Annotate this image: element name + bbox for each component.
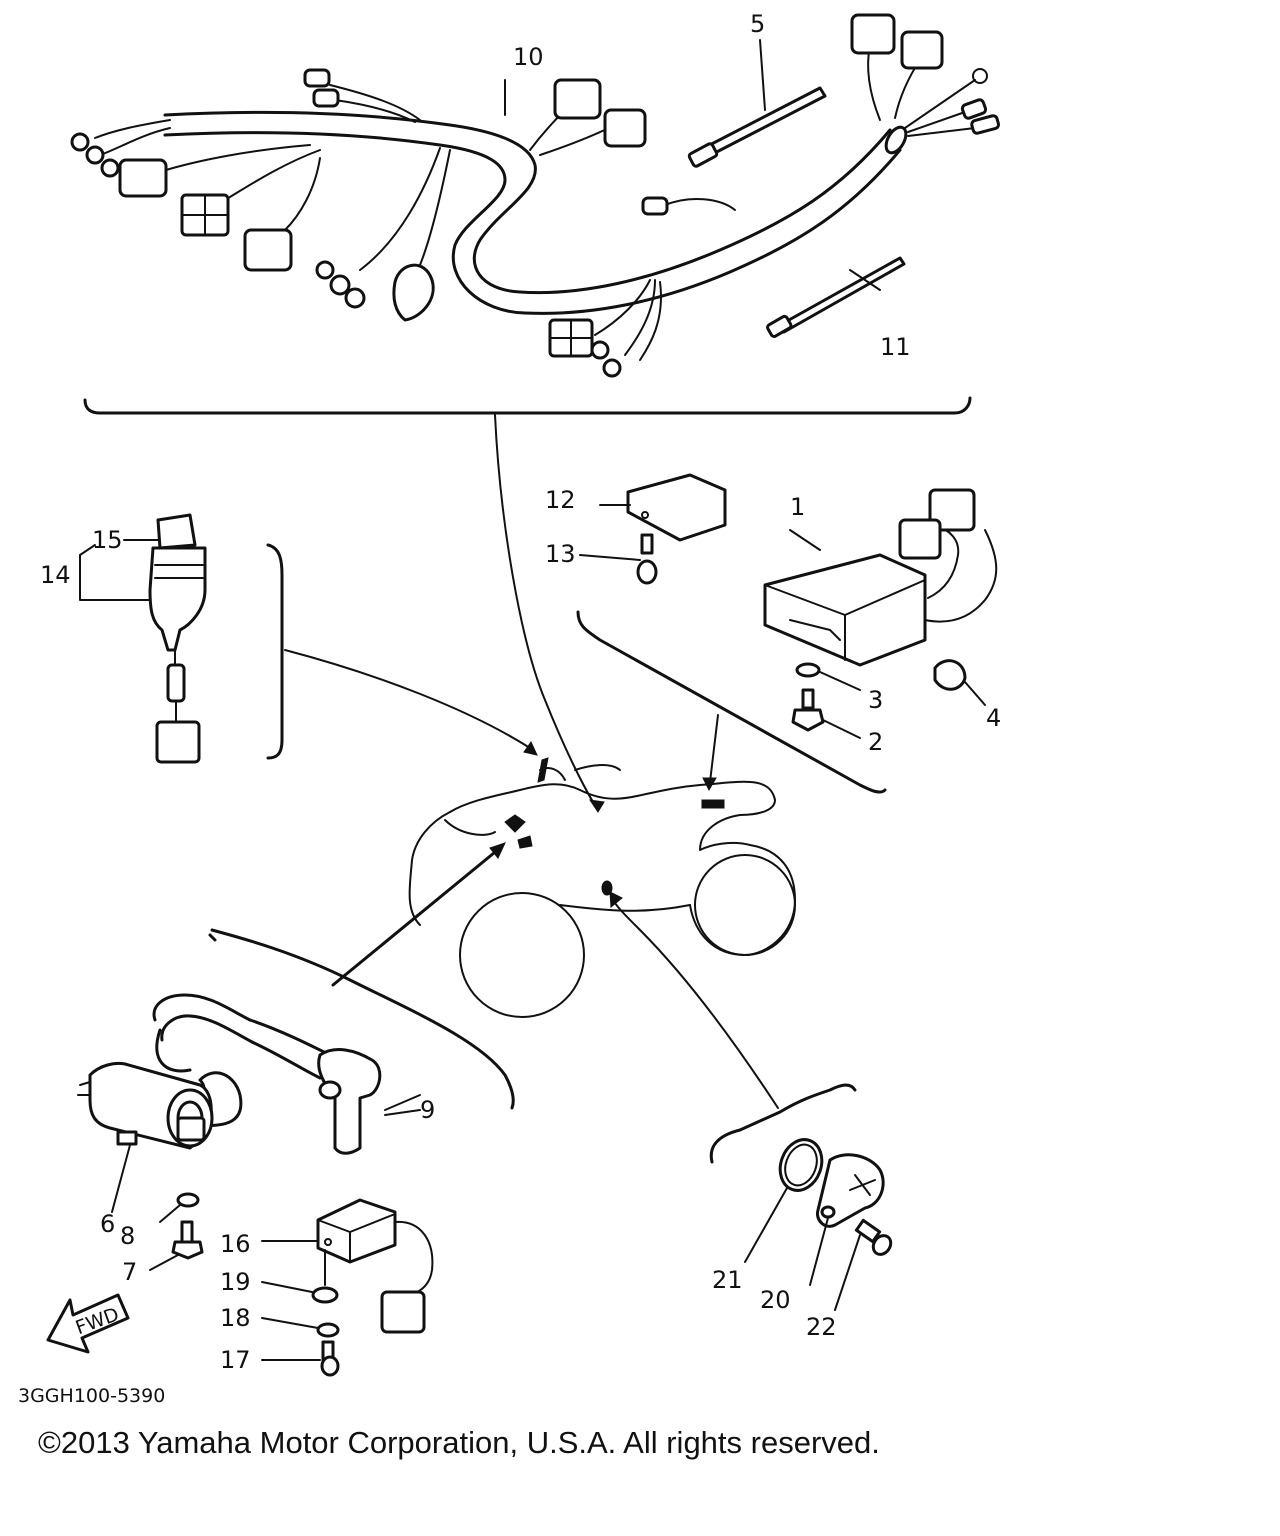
callout-5: 5	[750, 10, 765, 38]
callout-18: 18	[220, 1304, 251, 1332]
cable-tie	[687, 86, 827, 168]
callout-20: 20	[760, 1286, 791, 1314]
callout-7: 7	[122, 1258, 137, 1286]
fwd-label: FWD	[73, 1303, 122, 1339]
copyright-notice: ©2013 Yamaha Motor Corporation, U.S.A. A…	[38, 1425, 880, 1460]
atv-outline	[408, 757, 796, 1018]
drawing-code: 3GGH100-5390	[18, 1385, 165, 1407]
callout-2: 2	[868, 728, 883, 756]
callout-22: 22	[806, 1313, 837, 1341]
location-arrows	[284, 414, 779, 1109]
callout-11: 11	[880, 333, 911, 361]
relay-unit	[261, 1198, 434, 1377]
callout-3: 3	[868, 686, 883, 714]
fwd-arrow-icon: FWD	[46, 1293, 130, 1354]
wire-harness	[70, 13, 1000, 415]
hose-band	[766, 256, 906, 338]
ignition-coil	[77, 928, 515, 1271]
callout-9: 9	[420, 1096, 435, 1124]
cdi-unit	[599, 473, 727, 585]
callout-15: 15	[92, 526, 123, 554]
callout-8: 8	[120, 1222, 135, 1250]
callout-6: 6	[100, 1210, 115, 1238]
main-switch	[79, 513, 284, 764]
callout-14: 14	[40, 561, 71, 589]
neutral-switch	[709, 1083, 893, 1311]
callout-16: 16	[220, 1230, 251, 1258]
callout-17: 17	[220, 1346, 251, 1374]
callout-13: 13	[545, 540, 576, 568]
callout-19: 19	[220, 1268, 251, 1296]
rectifier-regulator	[576, 488, 998, 794]
callout-4: 4	[986, 704, 1001, 732]
callout-12: 12	[545, 486, 576, 514]
callout-1: 1	[790, 493, 805, 521]
parts-diagram: FWD 10 5 11 12 13 1 3 2 4 15 14 9 6 8 7 …	[18, 10, 1001, 1407]
callout-21: 21	[712, 1266, 743, 1294]
callout-10: 10	[513, 43, 544, 71]
callout-numbers: 10 5 11 12 13 1 3 2 4 15 14 9 6 8 7 16 1…	[40, 10, 1001, 1374]
